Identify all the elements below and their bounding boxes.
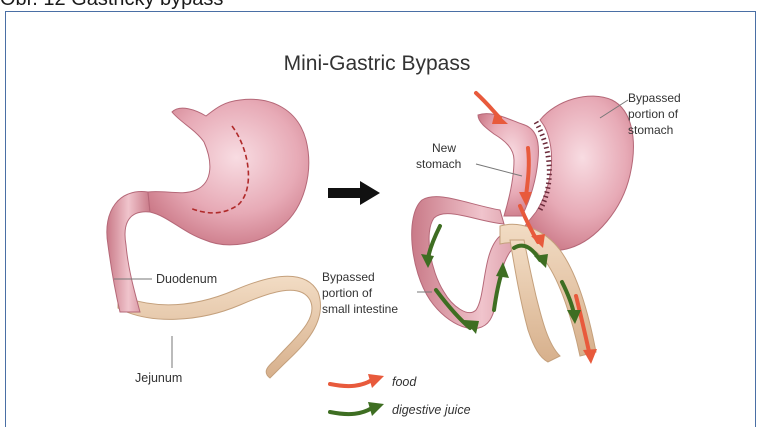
stomach-left-shape — [148, 99, 309, 244]
legend-juice-label: digestive juice — [392, 403, 471, 417]
bypassed-intestine-label-2: portion of — [322, 286, 373, 300]
staple-line — [536, 122, 549, 210]
diagram-title: Mini-Gastric Bypass — [284, 52, 471, 75]
bypassed-intestine-label-3: small intestine — [322, 302, 398, 316]
transition-arrow — [328, 181, 380, 205]
legend-food-arrow-icon — [330, 380, 372, 386]
bypassed-stomach-label-1: Bypassed — [628, 91, 681, 105]
jejunum-label: Jejunum — [135, 371, 182, 385]
normal-anatomy — [107, 99, 321, 378]
bypass-anatomy — [412, 93, 634, 364]
duodenum-label: Duodenum — [156, 272, 217, 286]
legend: food digestive juice — [330, 374, 471, 417]
legend-juice-arrowhead — [368, 402, 384, 416]
bypassed-stomach-label-3: stomach — [628, 123, 673, 137]
duodenum-shape — [107, 192, 150, 312]
new-stomach-label-2: stomach — [416, 157, 461, 171]
legend-food-arrowhead — [368, 374, 384, 388]
new-stomach-label-1: New — [432, 141, 456, 155]
legend-food-label: food — [392, 375, 417, 389]
bypassed-stomach-label-2: portion of — [628, 107, 679, 121]
legend-juice-arrow-icon — [330, 408, 372, 414]
bypassed-stomach-shape — [520, 96, 633, 250]
jejunum-shape — [118, 276, 321, 378]
bypassed-intestine-label-1: Bypassed — [322, 270, 375, 284]
